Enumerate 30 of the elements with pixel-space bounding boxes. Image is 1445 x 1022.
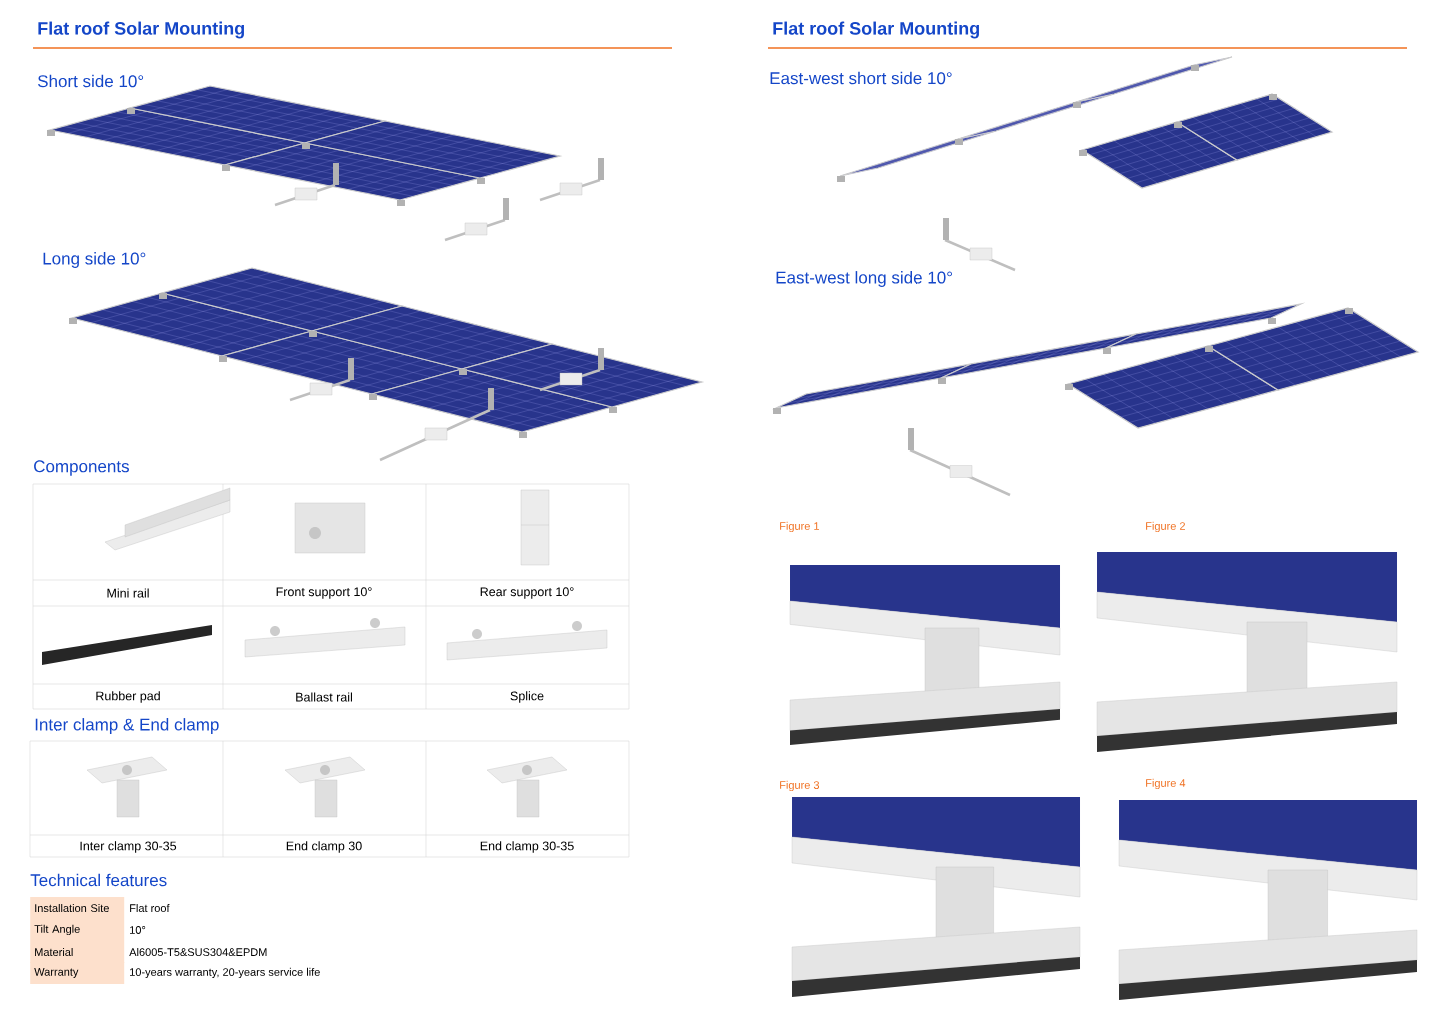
figure-label: Figure 2 bbox=[1146, 521, 1185, 533]
section-heading: Short side 10° bbox=[38, 74, 144, 88]
component-label: Mini rail bbox=[107, 588, 149, 598]
component-label: Rear support 10° bbox=[480, 587, 574, 599]
figure-label: Figure 3 bbox=[780, 780, 820, 792]
component-label: End clamp 30 bbox=[286, 841, 362, 853]
section-heading: East-west short side 10° bbox=[770, 71, 952, 85]
section-heading: Inter clamp & End clamp bbox=[35, 718, 219, 734]
component-label: End clamp 30-35 bbox=[480, 841, 574, 853]
section-heading: Components bbox=[34, 460, 129, 476]
figure-label: Figure 4 bbox=[1146, 778, 1186, 790]
table-cell: Material bbox=[30, 941, 125, 963]
table-cell: 10-years warranty, 20-years service life bbox=[130, 967, 320, 979]
table-cell: Al6005-T5&SUS304&EPDM bbox=[129, 947, 267, 957]
page-title: Flat roof Solar Mounting bbox=[38, 21, 244, 39]
section-heading: Technical features bbox=[30, 873, 167, 887]
figure-label: Figure 1 bbox=[780, 521, 819, 533]
table-cell: Installation Site bbox=[30, 897, 125, 919]
component-label: Ballast rail bbox=[296, 692, 352, 702]
table-cell: Flat roof bbox=[130, 903, 170, 913]
table-cell: Warranty bbox=[30, 962, 125, 984]
section-heading: East-west long side 10° bbox=[776, 271, 952, 287]
section-heading: Long side 10° bbox=[43, 252, 146, 268]
component-label: Rubber pad bbox=[96, 691, 160, 703]
component-label: Splice bbox=[510, 691, 544, 703]
component-label: Front support 10° bbox=[276, 587, 372, 599]
page-title: Flat roof Solar Mounting bbox=[773, 21, 979, 39]
table-cell: 10° bbox=[130, 926, 146, 934]
table-cell: Tilt Angle bbox=[30, 919, 125, 941]
component-label: Inter clamp 30-35 bbox=[80, 841, 177, 853]
